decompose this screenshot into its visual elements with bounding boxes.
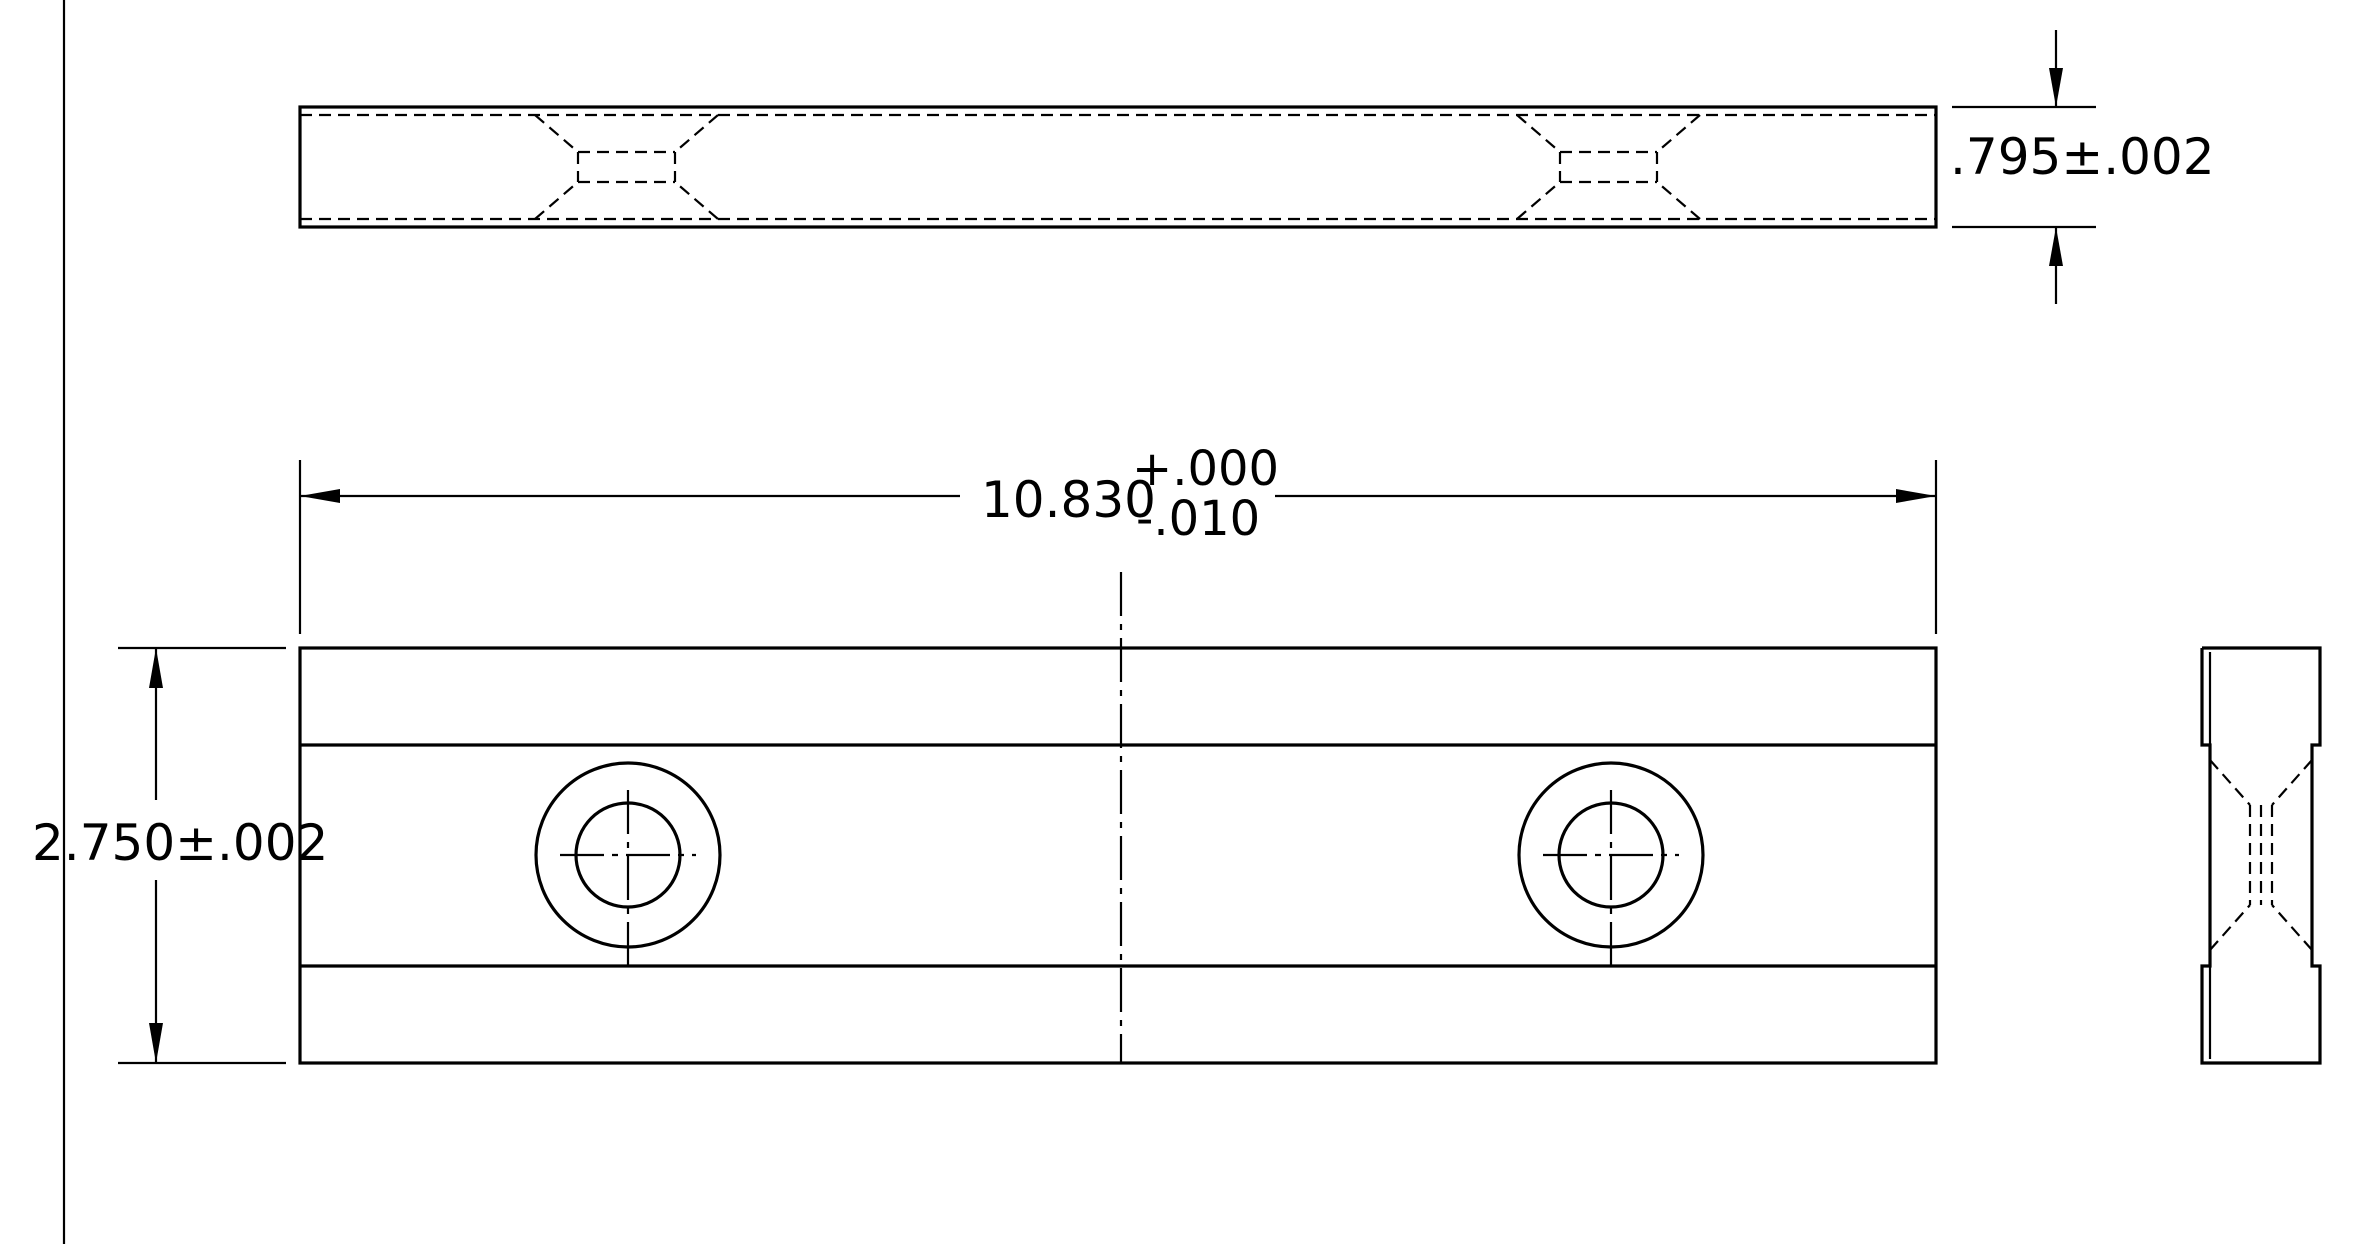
top-view: .795±.002 [298, 30, 2215, 304]
front-view-outline [298, 646, 1938, 1065]
front-view: 10.830 +.000 -.010 2.750±.002 [32, 441, 1938, 1065]
length-dimension: 10.830 +.000 -.010 [298, 441, 1938, 634]
front-view-hole-right [1517, 761, 1705, 970]
front-view-hole-left [534, 761, 722, 970]
length-nominal-label: 10.830 [981, 471, 1156, 529]
top-view-hole-right [1516, 114, 1701, 220]
top-view-outline [298, 105, 1938, 229]
height-arrow-top [149, 648, 163, 688]
side-view [2200, 646, 2322, 1065]
thickness-arrow-bottom [2049, 227, 2063, 266]
length-arrow-right [1896, 489, 1936, 503]
length-arrow-left [300, 489, 340, 503]
height-label: 2.750±.002 [32, 814, 328, 872]
thickness-label: .795±.002 [1950, 128, 2215, 186]
height-dimension: 2.750±.002 [32, 646, 328, 1065]
side-view-outline [2200, 646, 2322, 1065]
top-view-hole-left [534, 114, 719, 220]
length-tol-lower-label: -.010 [1136, 491, 1260, 547]
thickness-dimension: .795±.002 [1950, 30, 2215, 304]
side-view-hole-hidden [2209, 759, 2313, 951]
thickness-arrow-top [2049, 68, 2063, 107]
height-arrow-bottom [149, 1023, 163, 1063]
length-tol-upper-label: +.000 [1132, 441, 1279, 497]
